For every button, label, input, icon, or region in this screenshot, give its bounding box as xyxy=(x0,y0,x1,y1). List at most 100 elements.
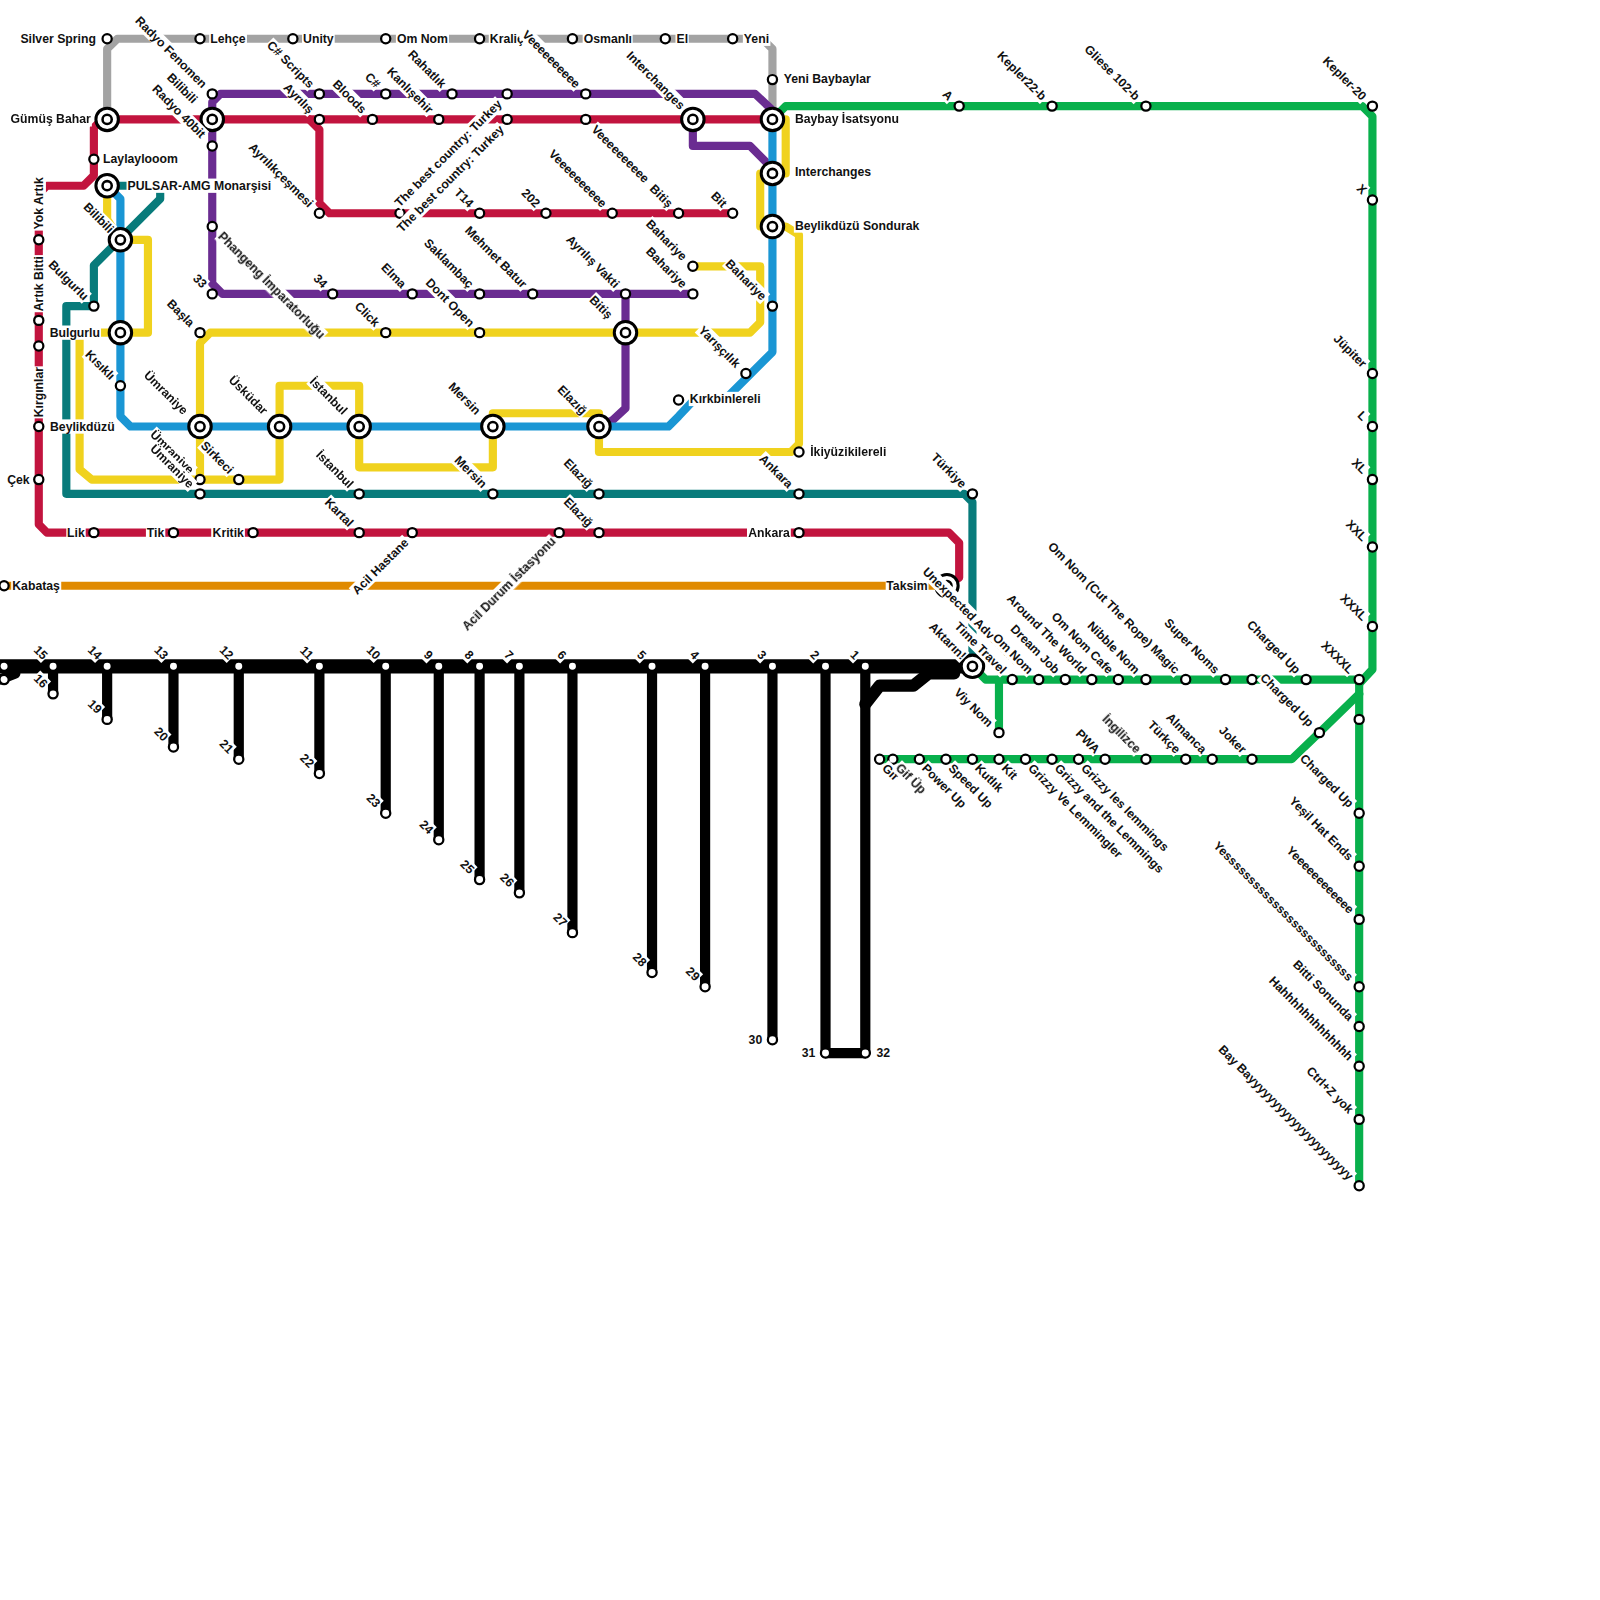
station-dot xyxy=(408,528,417,537)
station-dot xyxy=(915,755,924,764)
station-dot xyxy=(1114,675,1123,684)
station-label: Elma xyxy=(378,260,410,292)
station-dot xyxy=(701,662,710,671)
station-dot xyxy=(475,34,484,43)
station-label: X xyxy=(1353,181,1370,198)
station-label: Ankara xyxy=(747,526,791,540)
station-label: Bulgurlu xyxy=(45,257,92,304)
station-label: The best country: Turkey xyxy=(393,121,507,235)
station-dot xyxy=(169,662,178,671)
interchange-symbol xyxy=(761,162,783,184)
interchange-symbol xyxy=(614,321,636,343)
station-dot xyxy=(208,89,217,98)
station-dot xyxy=(568,34,577,43)
station-label: 23 xyxy=(362,790,383,811)
station-dot xyxy=(555,528,564,537)
station-dot xyxy=(541,209,550,218)
station-dot xyxy=(794,528,803,537)
station-dot xyxy=(1047,755,1056,764)
station-label: 25 xyxy=(456,856,477,877)
station-label: Lik xyxy=(66,526,86,540)
station-dot xyxy=(821,1048,830,1057)
station-dot xyxy=(1247,755,1256,764)
station-label: XXXXL xyxy=(1317,638,1357,678)
interchange-symbol xyxy=(96,108,118,130)
interchange-symbol xyxy=(109,321,131,343)
station-label: Bay Bayyyyyyyyyyyyyyyyyyyyy xyxy=(1215,1042,1357,1184)
station-dot xyxy=(1355,1181,1364,1190)
station-dot xyxy=(34,316,43,325)
station-label: 202 xyxy=(518,185,544,211)
interchange-core xyxy=(594,422,603,431)
station-label: 19 xyxy=(84,696,105,717)
station-label: Ümraniye xyxy=(141,367,192,418)
station-dot xyxy=(1047,102,1056,111)
station-dot xyxy=(89,528,98,537)
station-dot xyxy=(381,34,390,43)
interchange-core xyxy=(116,235,125,244)
metro-line xyxy=(102,666,112,719)
station-dot xyxy=(1181,755,1190,764)
station-dot xyxy=(195,489,204,498)
station-label: Bit xyxy=(707,188,730,211)
interchange-symbol xyxy=(268,415,290,437)
station-label: 31 xyxy=(801,1046,817,1060)
station-dot xyxy=(1368,369,1377,378)
station-dot xyxy=(581,115,590,124)
station-label: 33 xyxy=(189,271,210,292)
station-dot xyxy=(434,662,443,671)
station-label: Başla xyxy=(163,296,198,331)
station-dot xyxy=(1368,622,1377,631)
metro-line xyxy=(80,119,799,479)
station-label: Mersin xyxy=(445,379,484,418)
station-dot xyxy=(1101,755,1110,764)
station-dot xyxy=(475,289,484,298)
station-label: 28 xyxy=(629,949,650,970)
station-dot xyxy=(315,662,324,671)
station-dot xyxy=(475,328,484,337)
station-label: 26 xyxy=(496,870,517,891)
station-label: Yeni xyxy=(743,32,770,46)
metro-line xyxy=(314,666,324,773)
station-dot xyxy=(1008,675,1017,684)
interchange-ring xyxy=(189,415,211,437)
station-dot xyxy=(447,89,456,98)
station-dot xyxy=(768,75,777,84)
station-dot xyxy=(503,115,512,124)
station-label: C# xyxy=(361,69,384,92)
station-dot xyxy=(34,422,43,431)
metro-line xyxy=(474,666,484,879)
station-dot xyxy=(488,489,497,498)
station-label: İstanbul xyxy=(312,447,357,492)
station-dot xyxy=(0,581,9,590)
station-dot xyxy=(475,209,484,218)
interchange-core xyxy=(621,328,630,337)
station-dot xyxy=(34,475,43,484)
metro-line xyxy=(826,1048,866,1058)
station-dot xyxy=(288,34,297,43)
station-label: Çek xyxy=(6,472,31,486)
interchange-symbol xyxy=(761,108,783,130)
station-label: 24 xyxy=(415,817,436,838)
station-label: Taksim xyxy=(885,579,928,593)
station-dot xyxy=(315,115,324,124)
metro-line xyxy=(772,106,1372,684)
interchange-ring xyxy=(482,415,504,437)
interchange-symbol xyxy=(682,108,704,130)
station-dot xyxy=(647,968,656,977)
metro-line xyxy=(767,666,777,1039)
station-dot xyxy=(568,662,577,671)
station-label: Türkiye xyxy=(928,449,970,491)
station-label: Phangeng İmparatorluğu xyxy=(214,229,328,343)
station-dot xyxy=(408,289,417,298)
station-dot xyxy=(594,528,603,537)
station-label: Interchanges xyxy=(623,48,688,113)
station-dot xyxy=(355,528,364,537)
station-dot xyxy=(169,742,178,751)
interchange-core xyxy=(968,662,977,671)
station-dot xyxy=(581,89,590,98)
station-dot xyxy=(34,341,43,350)
station-dot xyxy=(1355,915,1364,924)
station-dot xyxy=(861,1048,870,1057)
